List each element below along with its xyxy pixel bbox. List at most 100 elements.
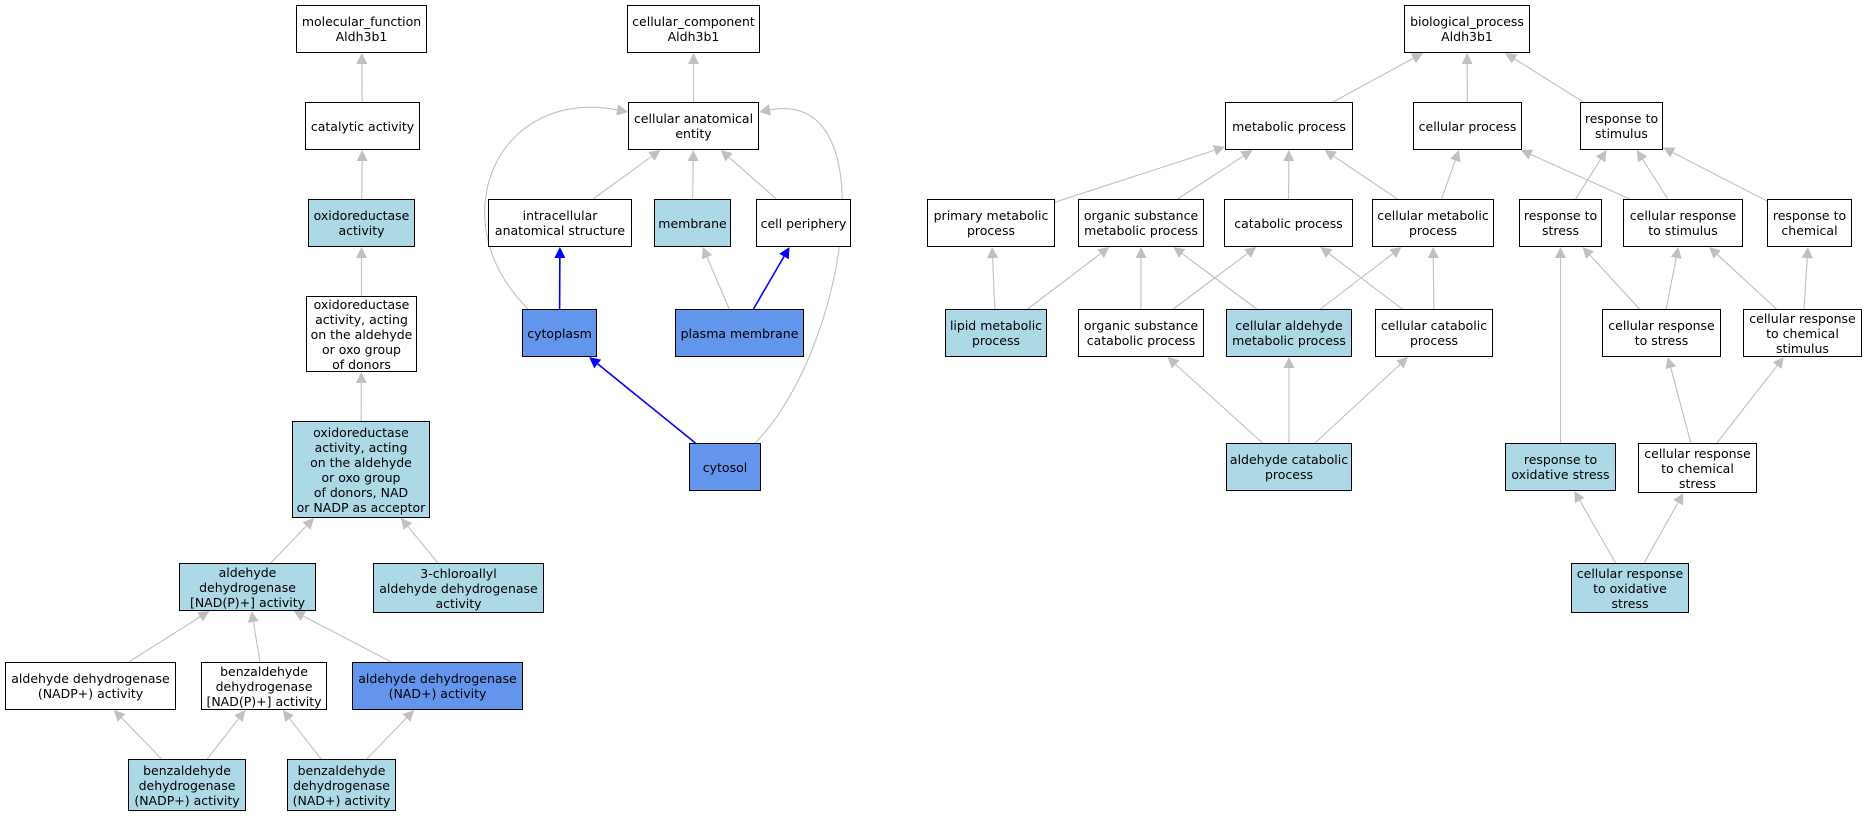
node-cellular-catabolic-process[interactable]: cellular catabolic process	[1375, 309, 1493, 357]
node-label: benzaldehyde dehydrogenase (NADP+) activ…	[134, 762, 240, 808]
node-label: cellular response to chemical stress	[1644, 445, 1751, 491]
node-label: benzaldehyde dehydrogenase (NAD+) activi…	[292, 762, 391, 808]
node-oxidoreductase-nad-acceptor[interactable]: oxidoreductase activity, acting on the a…	[292, 421, 430, 518]
node-benzaldehyde-dehydrogenase-nadp[interactable]: benzaldehyde dehydrogenase (NADP+) activ…	[128, 759, 246, 811]
node-organic-substance-metabolic-process[interactable]: organic substance metabolic process	[1078, 199, 1204, 247]
node-biological-process-root[interactable]: biological_process Aldh3b1	[1404, 5, 1530, 53]
edge-cytoplasm-to-cae	[484, 106, 618, 310]
edge-cell_resp_ox-to-resp_ox-arrow	[1574, 491, 1585, 504]
edge-oxred-to-catalytic-arrow	[356, 150, 368, 162]
node-cellular-component-root[interactable]: cellular_component Aldh3b1	[627, 5, 760, 53]
edge-metabolic-to-bp_root	[1332, 57, 1414, 103]
node-cellular-anatomical-entity[interactable]: cellular anatomical entity	[628, 102, 759, 150]
node-metabolic-process[interactable]: metabolic process	[1225, 102, 1353, 150]
node-label: response to oxidative stress	[1511, 452, 1610, 482]
edge-lipid_met-to-primary_met	[992, 257, 996, 310]
node-cellular-response-to-stress[interactable]: cellular response to stress	[1602, 309, 1721, 357]
node-catabolic-process[interactable]: catabolic process	[1224, 199, 1353, 247]
edge-benz_napp-to-ald_dh_napp-arrow	[247, 611, 259, 623]
edge-cytosol-to-cae	[754, 107, 843, 444]
edge-cytosol-to-cae-arrow	[759, 104, 771, 116]
edge-org_sub_cat-to-catabolic	[1172, 253, 1248, 310]
edge-cell_cat-to-cell_met-arrow	[1427, 247, 1439, 259]
node-membrane[interactable]: membrane	[654, 199, 731, 247]
node-label: molecular_function Aldh3b1	[301, 14, 422, 44]
node-benzaldehyde-dehydrogenase-nadp-paren[interactable]: benzaldehyde dehydrogenase [NAD(P)+] act…	[201, 662, 327, 710]
node-label: catalytic activity	[310, 118, 415, 134]
edge-resp_chem-to-resp_stim-arrow	[1663, 147, 1676, 158]
node-label: aldehyde catabolic process	[1229, 452, 1349, 482]
node-response-to-oxidative-stress[interactable]: response to oxidative stress	[1505, 443, 1616, 491]
edge-benz_nadp-to-ald_dh_nadp	[121, 717, 163, 760]
node-aldehyde-catabolic-process[interactable]: aldehyde catabolic process	[1226, 443, 1352, 491]
edge-org_sub_cat-to-org_sub_met-arrow	[1135, 247, 1147, 258]
edge-ald_dh_napp-to-oxred_nad-arrow	[302, 518, 315, 530]
node-lipid-metabolic-process[interactable]: lipid metabolic process	[945, 309, 1047, 357]
edge-resp_stress-to-resp_stim-arrow	[1595, 150, 1607, 163]
node-response-to-stimulus[interactable]: response to stimulus	[1580, 102, 1663, 150]
node-response-to-stress[interactable]: response to stress	[1519, 199, 1602, 247]
edge-cell_resp_chem_stress-to-cell_resp_chem_stim	[1716, 365, 1778, 444]
edge-benz_nad-to-ald_dh_nad	[366, 717, 407, 760]
node-label: catabolic process	[1234, 215, 1343, 231]
edge-chloroallyl-to-oxred_nad	[407, 526, 439, 564]
node-cellular-response-to-chemical-stimulus[interactable]: cellular response to chemical stimulus	[1743, 309, 1862, 357]
edge-ald_cat-to-cell_ald_met-arrow	[1283, 357, 1295, 368]
edge-cell_resp_stim-to-resp_stim-arrow	[1636, 150, 1648, 163]
edge-cell_resp_stim-to-resp_stim	[1642, 158, 1669, 200]
edge-cell_resp_chem_stress-to-cell_resp_chem_stim-arrow	[1772, 357, 1784, 370]
edge-cell_resp_chem_stim-to-cell_resp_stim	[1716, 254, 1777, 310]
node-3-chloroallyl-aldehyde-dehydrogenase[interactable]: 3-chloroallyl aldehyde dehydrogenase act…	[373, 563, 544, 613]
edge-cell_resp_stim-to-cellular_proc-arrow	[1520, 149, 1534, 160]
node-label: cellular response to oxidative stress	[1576, 565, 1684, 611]
edge-resp_ox-to-resp_stress-arrow	[1555, 247, 1566, 258]
node-oxidoreductase-aldehyde[interactable]: oxidoreductase activity, acting on the a…	[306, 296, 417, 372]
edge-membrane-to-cae-arrow	[687, 150, 699, 162]
edge-primary_met-to-metabolic-arrow	[1212, 145, 1225, 156]
edge-resp_chem-to-resp_stim	[1672, 151, 1768, 202]
node-label: cellular anatomical entity	[633, 111, 754, 141]
edge-ald_dh_nadp-to-ald_dh_napp	[128, 616, 201, 663]
node-organic-substance-catabolic-process[interactable]: organic substance catabolic process	[1078, 309, 1204, 357]
node-intracellular-anatomical-structure[interactable]: intracellular anatomical structure	[488, 199, 632, 247]
node-aldehyde-dehydrogenase-nad[interactable]: aldehyde dehydrogenase (NAD+) activity	[352, 662, 523, 710]
edge-resp_stress-to-resp_stim	[1575, 159, 1602, 200]
node-cellular-response-to-stimulus[interactable]: cellular response to stimulus	[1623, 199, 1743, 247]
node-label: cellular response to chemical stimulus	[1749, 310, 1856, 356]
edge-benz_nadp-to-benz_napp-arrow	[234, 710, 246, 723]
node-molecular-function-root[interactable]: molecular_function Aldh3b1	[296, 5, 427, 53]
node-aldehyde-dehydrogenase-nadp[interactable]: aldehyde dehydrogenase (NADP+) activity	[5, 662, 176, 710]
node-cytoplasm[interactable]: cytoplasm	[522, 309, 597, 357]
edge-cell_resp_ox-to-cell_resp_chem_stress-arrow	[1673, 493, 1684, 506]
node-label: membrane	[658, 215, 727, 231]
edge-catabolic-to-metabolic-arrow	[1283, 150, 1295, 162]
edge-cellular_proc-to-bp_root-arrow	[1461, 53, 1473, 65]
node-oxidoreductase-activity[interactable]: oxidoreductase activity	[308, 199, 415, 247]
node-cellular-response-to-oxidative-stress[interactable]: cellular response to oxidative stress	[1571, 563, 1689, 613]
edge-cell_met-to-metabolic-arrow	[1324, 150, 1337, 161]
edge-cell_resp_chem_stress-to-cell_resp_stress-arrow	[1665, 357, 1677, 370]
node-label: oxidoreductase activity	[313, 208, 410, 238]
node-cellular-metabolic-process[interactable]: cellular metabolic process	[1372, 199, 1494, 247]
node-cellular-response-to-chemical-stress[interactable]: cellular response to chemical stress	[1638, 443, 1757, 493]
edge-cell_ald_met-to-org_sub_met	[1181, 253, 1258, 310]
edge-cell_ald_met-to-cell_met	[1320, 253, 1394, 310]
node-label: cellular catabolic process	[1380, 318, 1488, 348]
node-cellular-process[interactable]: cellular process	[1413, 102, 1522, 150]
node-cell-periphery[interactable]: cell periphery	[756, 199, 851, 247]
node-catalytic-activity[interactable]: catalytic activity	[305, 102, 420, 150]
edge-cell_resp_chem_stim-to-cell_resp_stim-arrow	[1709, 247, 1721, 259]
node-primary-metabolic-process[interactable]: primary metabolic process	[927, 199, 1055, 247]
edge-benz_nad-to-benz_napp	[289, 718, 322, 760]
node-aldehyde-dehydrogenase-nadp-paren[interactable]: aldehyde dehydrogenase [NAD(P)+] activit…	[179, 563, 316, 611]
node-cellular-aldehyde-metabolic-process[interactable]: cellular aldehyde metabolic process	[1226, 309, 1352, 357]
node-plasma-membrane[interactable]: plasma membrane	[675, 309, 804, 357]
edge-cell_resp_ox-to-resp_ox	[1579, 500, 1617, 564]
edge-ald_dh_napp-to-oxred_nad	[270, 525, 307, 564]
node-benzaldehyde-dehydrogenase-nad[interactable]: benzaldehyde dehydrogenase (NAD+) activi…	[287, 759, 396, 811]
node-cytosol[interactable]: cytosol	[689, 443, 761, 491]
edge-cell_cat-to-catabolic-arrow	[1320, 247, 1333, 259]
node-response-to-chemical[interactable]: response to chemical	[1767, 199, 1852, 247]
edge-cytoplasm-to-cae-arrow	[616, 104, 628, 116]
